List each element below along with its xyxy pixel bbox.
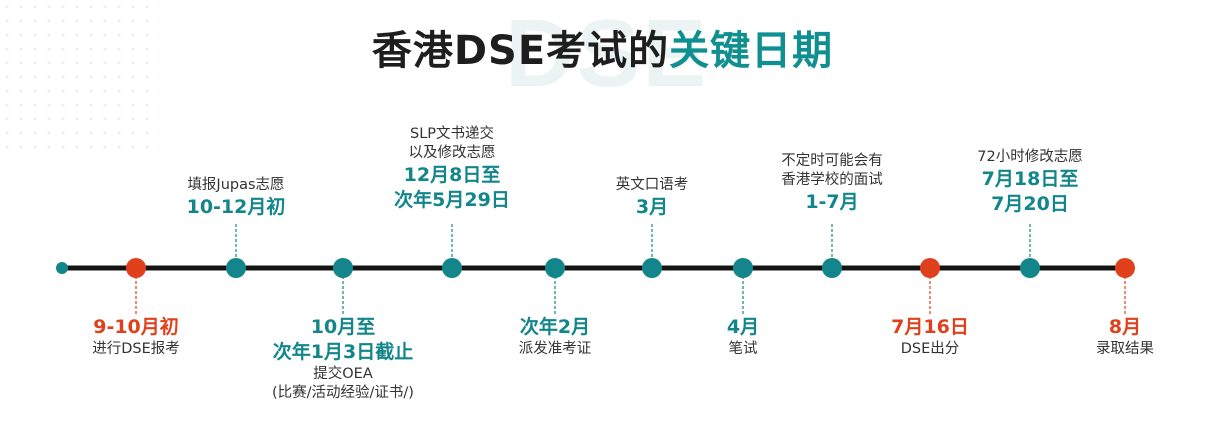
event-description-line: 录取结果 [1096, 341, 1154, 357]
event-date: 7月18日至 7月20日 [910, 167, 1150, 217]
event-date: 1-7月 [712, 190, 952, 215]
event-date-line: 12月8日至 [403, 164, 501, 186]
event-label: 8月录取结果 [1005, 315, 1205, 359]
event-dot [545, 258, 565, 278]
event-date-line: 7月16日 [891, 316, 969, 338]
event-date: 12月8日至次年5月29日 [332, 163, 572, 213]
event-description-line: DSE出分 [900, 341, 960, 357]
event-description: SLP文书递交以及修改志愿 [332, 125, 572, 163]
event-label: 4月笔试 [623, 315, 863, 359]
event-description-line: 英文口语考 [615, 177, 689, 193]
event-description: 笔试 [623, 340, 863, 359]
event-date-line: 3月 [635, 196, 669, 218]
event-date: 7月16日 [810, 315, 1050, 340]
event-dot [733, 258, 753, 278]
title-part-main: 香港DSE考试的 [371, 28, 670, 74]
event-date-line: 8月 [1108, 316, 1142, 338]
event-date: 8月 [1005, 315, 1205, 340]
event-description: 进行DSE报考 [16, 340, 256, 359]
event-dot [1115, 258, 1135, 278]
event-description-line: SLP文书递交 [409, 126, 495, 142]
event-description-line: 笔试 [728, 341, 758, 357]
event-label: 次年2月派发准考证 [435, 315, 675, 359]
event-description-line: (比赛/活动经验/证书/) [272, 385, 414, 401]
event-label: 9-10月初进行DSE报考 [16, 315, 256, 359]
event-description: 提交OEA (比赛/活动经验/证书/) [223, 365, 463, 403]
event-label: 72小时修改志愿 7月18日至 7月20日 [910, 148, 1150, 217]
event-label: 10月至次年1月3日截止提交OEA (比赛/活动经验/证书/) [223, 315, 463, 403]
event-dot [126, 258, 146, 278]
event-date-line: 1-7月 [805, 191, 859, 213]
event-date: 10-12月初 [116, 195, 356, 220]
event-date: 3月 [532, 195, 772, 220]
event-dot [822, 258, 842, 278]
page-title: 香港DSE考试的关键日期 [0, 18, 1205, 76]
event-date-line: 10月至 [310, 316, 376, 338]
event-description: 72小时修改志愿 [910, 148, 1150, 167]
event-date: 次年2月 [435, 315, 675, 340]
event-dot [226, 258, 246, 278]
event-description-line: 72小时修改志愿 [977, 149, 1083, 165]
event-description-line: 进行DSE报考 [92, 341, 180, 357]
event-date-line: 次年1月3日截止 [272, 341, 414, 363]
event-description-line: 不定时可能会有 [781, 153, 883, 169]
event-description: 填报Jupas志愿 [116, 176, 356, 195]
event-date-line: 10-12月初 [186, 196, 286, 218]
event-date-line: 次年2月 [519, 316, 591, 338]
event-description-line: 派发准考证 [518, 341, 592, 357]
event-description: 英文口语考 [532, 176, 772, 195]
event-date: 10月至次年1月3日截止 [223, 315, 463, 365]
dse-watermark: DSE [505, 0, 709, 107]
title-part-highlight: 关键日期 [669, 28, 834, 74]
event-date-line: 7月20日 [991, 193, 1069, 215]
event-description-line: 以及修改志愿 [408, 145, 496, 161]
event-description: 录取结果 [1005, 340, 1205, 359]
event-dot [920, 258, 940, 278]
event-label: 7月16日 DSE出分 [810, 315, 1050, 359]
event-label: 填报Jupas志愿 10-12月初 [116, 176, 356, 220]
event-dot [1020, 258, 1040, 278]
event-dot [333, 258, 353, 278]
event-description: 派发准考证 [435, 340, 675, 359]
event-date-line: 4月 [726, 316, 760, 338]
event-date: 4月 [623, 315, 863, 340]
event-label: 英文口语考 3月 [532, 176, 772, 220]
dot-pattern-decoration [0, 0, 160, 150]
event-description: DSE出分 [810, 340, 1050, 359]
event-date-line: 次年5月29日 [394, 189, 510, 211]
event-description-line: 提交OEA [313, 366, 373, 382]
event-date-line: 9-10月初 [93, 316, 179, 338]
timeline-start-dot [56, 262, 68, 274]
event-dot [442, 258, 462, 278]
event-description-line: 填报Jupas志愿 [187, 177, 285, 193]
event-date-line: 7月18日至 [981, 168, 1079, 190]
event-description: 不定时可能会有香港学校的面试 [712, 152, 952, 190]
event-dot [642, 258, 662, 278]
event-description-line: 香港学校的面试 [781, 172, 883, 188]
event-date: 9-10月初 [16, 315, 256, 340]
